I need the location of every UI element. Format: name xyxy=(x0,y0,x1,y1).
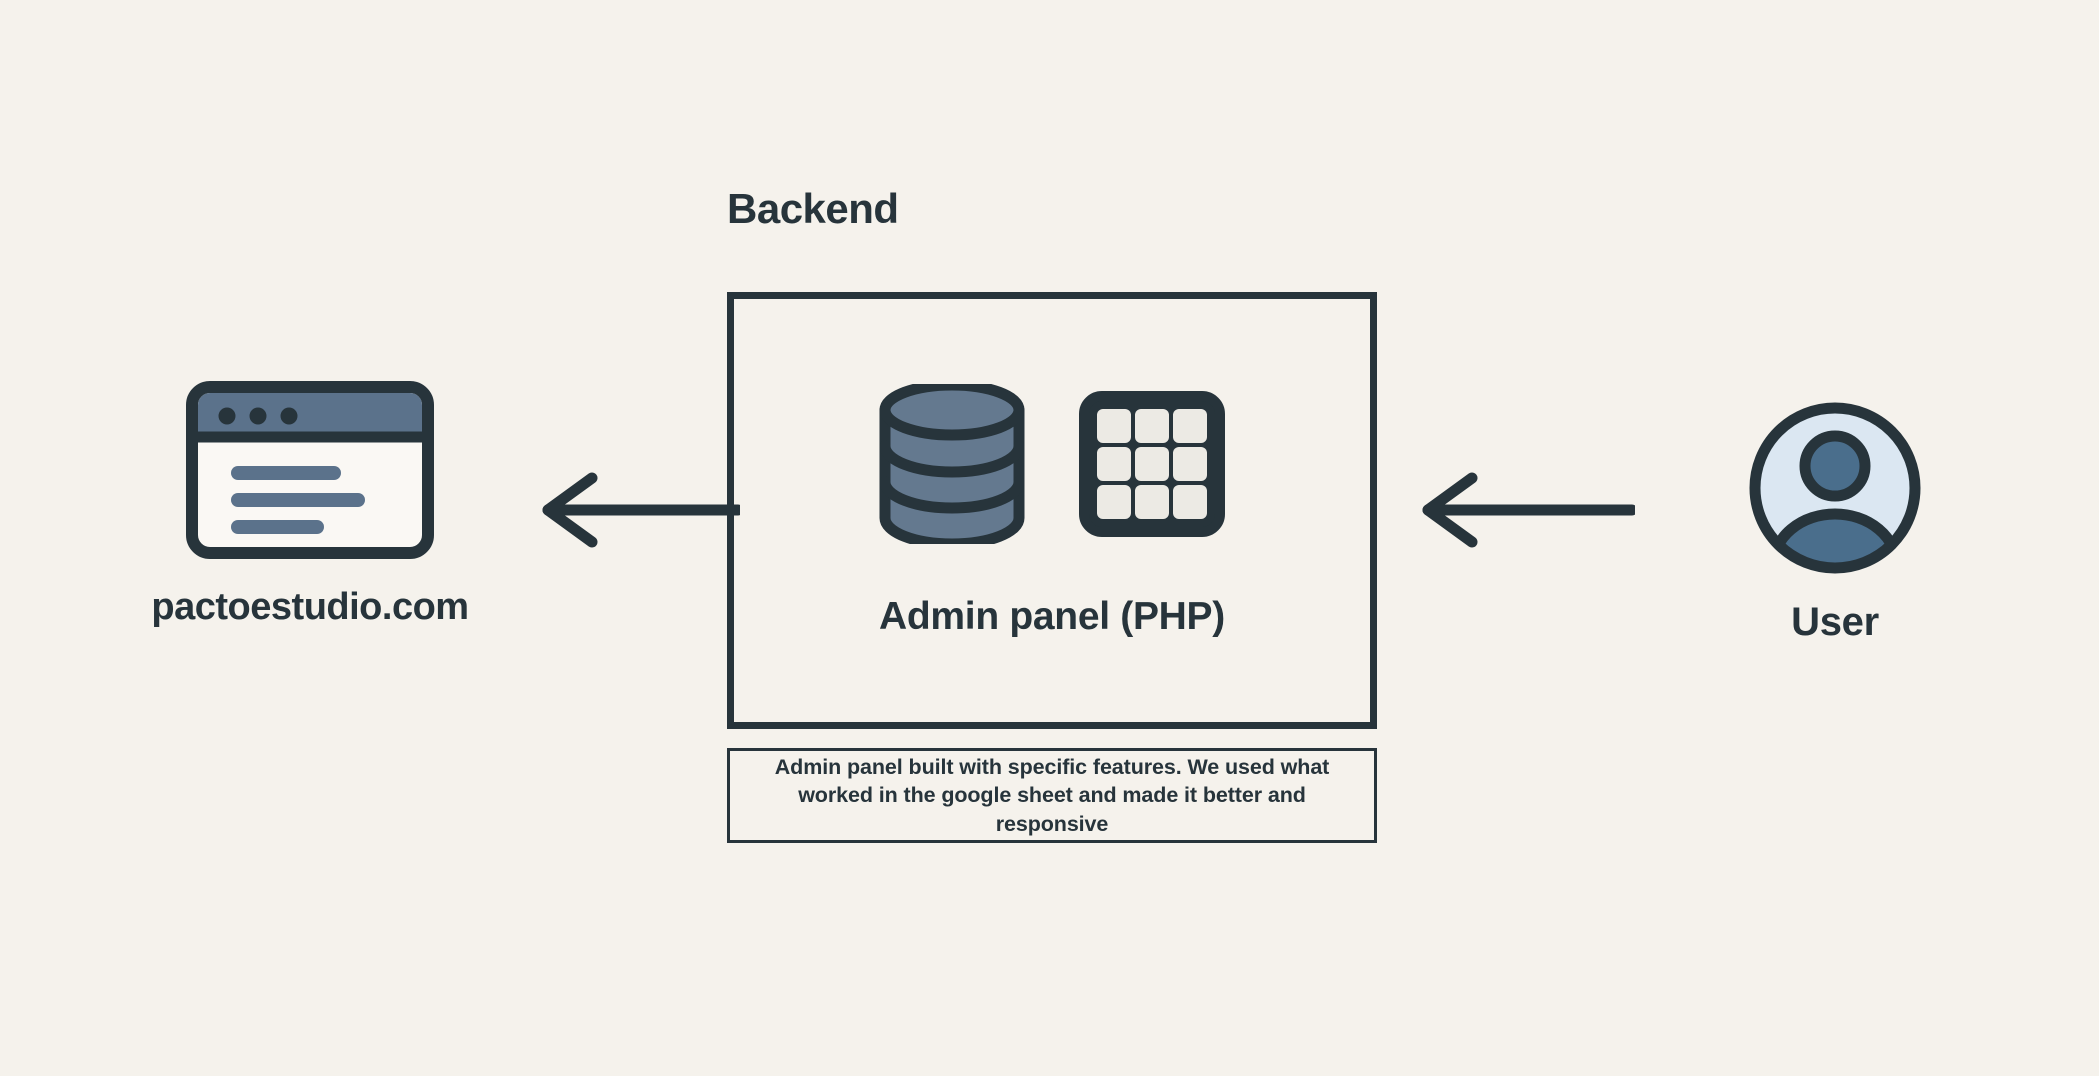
browser-window-icon xyxy=(100,380,520,560)
backend-caption-box: Admin panel built with specific features… xyxy=(727,748,1377,843)
backend-icon-row xyxy=(734,359,1370,569)
backend-caption-text: Admin panel built with specific features… xyxy=(774,754,1330,836)
arrow-backend-to-website xyxy=(530,470,744,555)
arrow-user-to-backend xyxy=(1410,470,1638,555)
user-avatar-icon xyxy=(1660,398,2010,578)
user-label: User xyxy=(1791,600,1879,644)
user-node: User xyxy=(1660,398,2010,645)
database-icon xyxy=(877,384,1027,544)
grid-icon xyxy=(1077,389,1227,539)
admin-panel-label: Admin panel (PHP) xyxy=(879,595,1225,638)
website-label: pactoestudio.com xyxy=(151,586,469,628)
backend-title: Backend xyxy=(727,185,899,232)
website-node: pactoestudio.com xyxy=(100,380,520,629)
backend-box: Admin panel (PHP) xyxy=(727,292,1377,729)
